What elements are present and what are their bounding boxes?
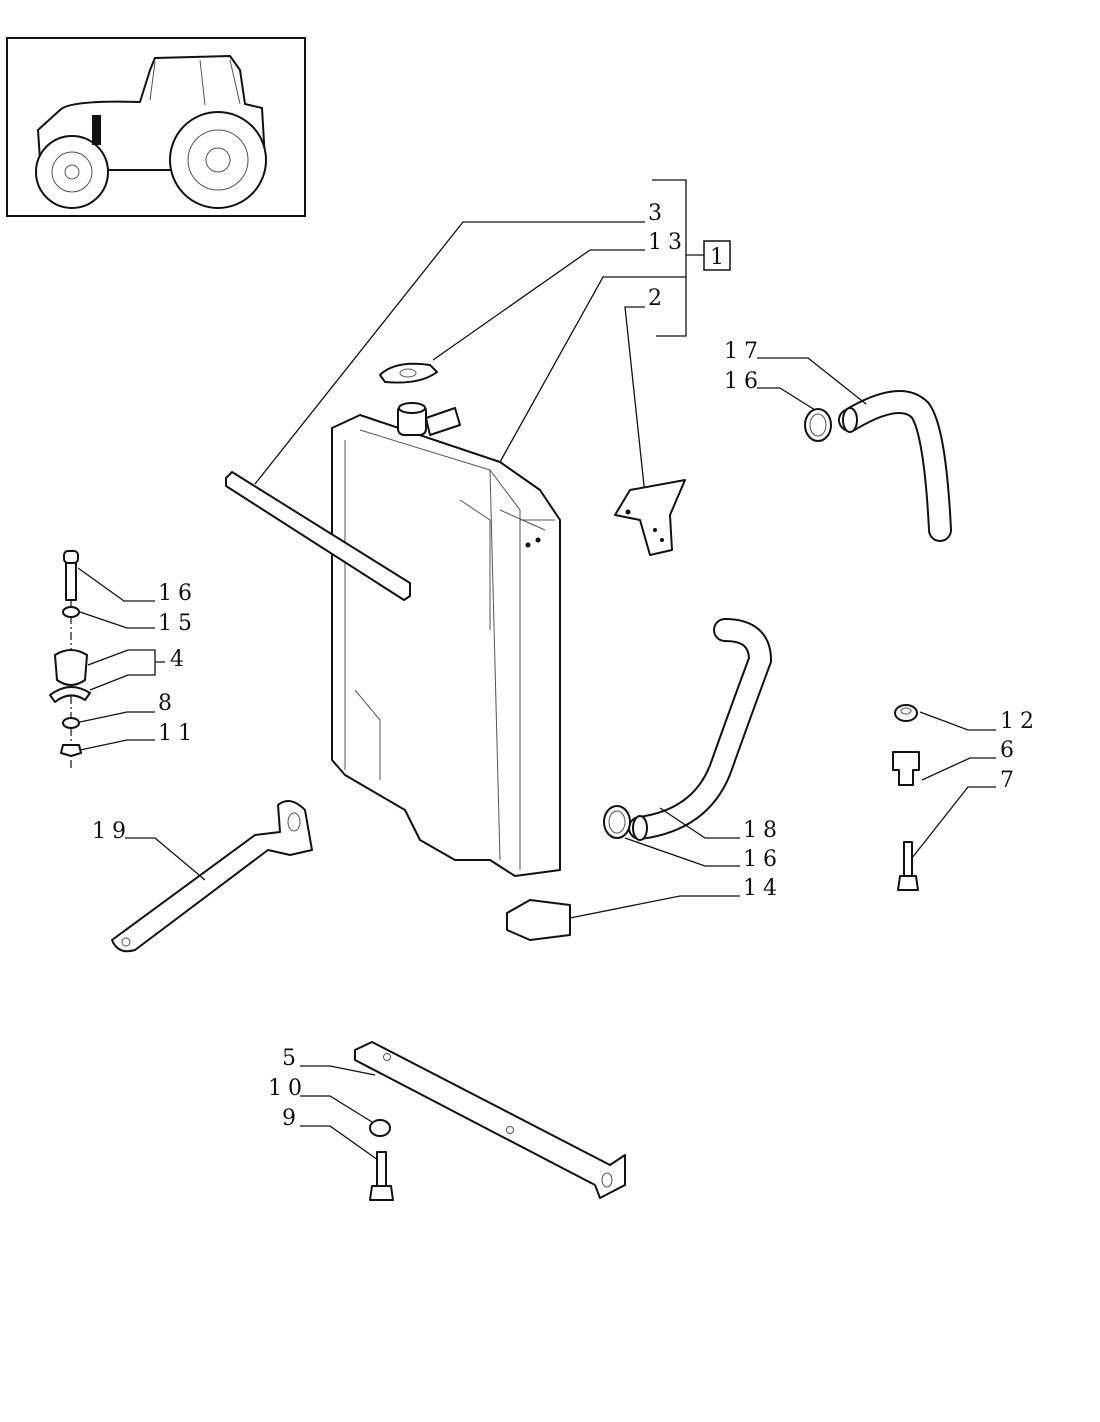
- callout-12: 12: [1000, 709, 1040, 734]
- mount-parts-right: 12 6 7: [892, 704, 1040, 891]
- callout-18: 18: [743, 818, 783, 843]
- callout-2: 2: [648, 286, 668, 311]
- callout-14: 14: [743, 876, 783, 901]
- group-bracket-1: 1 3 13 2: [254, 179, 731, 496]
- callout-13: 13: [648, 230, 688, 255]
- tractor-thumbnail: [6, 37, 306, 217]
- mount-stack-left: 16 15 4 8 11: [49, 550, 198, 770]
- callout-3: 3: [648, 201, 668, 226]
- callout-7: 7: [1000, 768, 1020, 793]
- part-3-bar: [225, 471, 411, 601]
- bracket-19: 19: [92, 800, 313, 953]
- callout-1: 1: [710, 245, 730, 270]
- callout-15: 15: [158, 611, 198, 636]
- callout-11: 11: [158, 721, 198, 746]
- callout-4: 4: [170, 647, 190, 672]
- radiator: [331, 402, 561, 877]
- hose-17-group: 17 16: [724, 339, 952, 542]
- callout-16: 16: [724, 369, 764, 394]
- hose-18-group: 18 16 14: [506, 618, 783, 941]
- callout-17: 17: [724, 339, 764, 364]
- part-13-gasket: [379, 362, 438, 384]
- part-2-bracket: [614, 479, 686, 556]
- callout-16: 16: [158, 581, 198, 606]
- callout-16: 16: [743, 847, 783, 872]
- highlight-marker: [92, 115, 101, 145]
- callout-19: 19: [92, 819, 132, 844]
- bar-5-group: 5 10 9: [268, 1041, 626, 1201]
- callout-10: 10: [268, 1076, 308, 1101]
- callout-9: 9: [282, 1106, 302, 1131]
- callout-8: 8: [158, 691, 178, 716]
- callout-6: 6: [1000, 738, 1020, 763]
- callout-5: 5: [282, 1046, 302, 1071]
